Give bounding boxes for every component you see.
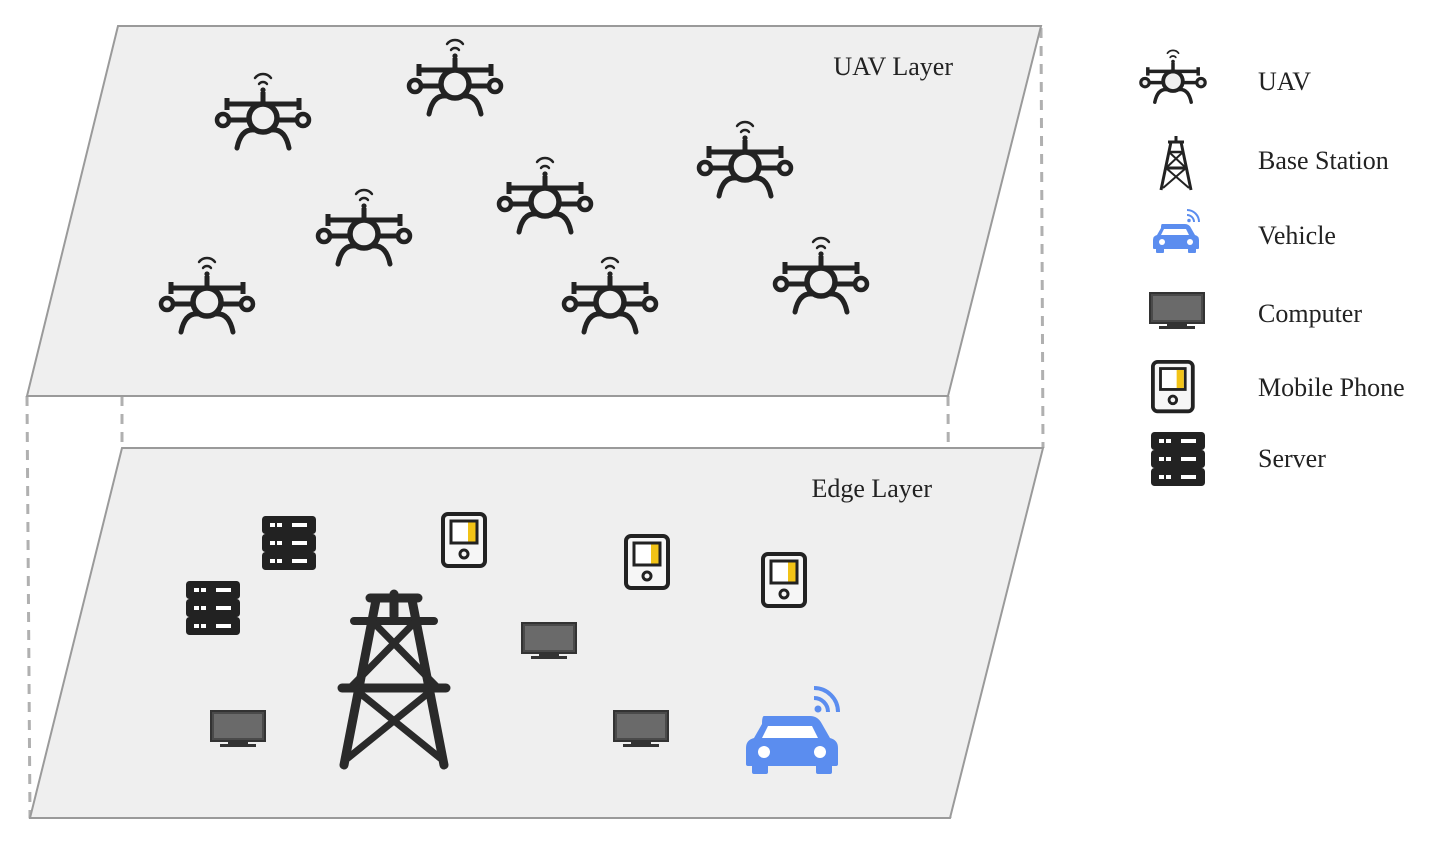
legend: UAV Base Station Vehicle Computer Mobile… (1138, 48, 1405, 488)
uav-icon (1138, 48, 1208, 105)
legend-label-mobile-phone: Mobile Phone (1258, 373, 1405, 402)
legend-label-base-station: Base Station (1258, 146, 1389, 175)
mobile-phone-icon (441, 512, 487, 568)
computer-icon (1149, 292, 1205, 330)
legend-label-uav: UAV (1258, 67, 1311, 96)
server-icon (1149, 430, 1207, 488)
base-station-icon (1159, 134, 1193, 192)
legend-item-base-station: Base Station (1159, 134, 1389, 192)
computer-icon (521, 622, 577, 660)
uav-layer-label: UAV Layer (833, 52, 953, 81)
server-icon (184, 579, 242, 637)
legend-item-computer: Computer (1149, 292, 1362, 330)
computer-icon (210, 710, 266, 748)
vehicle-icon (1152, 209, 1200, 254)
legend-item-vehicle: Vehicle (1152, 209, 1336, 254)
legend-label-server: Server (1258, 444, 1326, 473)
server-icon (260, 514, 318, 572)
computer-icon (613, 710, 669, 748)
legend-label-vehicle: Vehicle (1258, 221, 1336, 250)
legend-item-mobile-phone: Mobile Phone (1151, 359, 1405, 414)
mobile-phone-icon (1151, 359, 1195, 414)
legend-item-server: Server (1149, 430, 1326, 488)
edge-layer-label: Edge Layer (811, 474, 932, 503)
mobile-phone-icon (761, 552, 807, 608)
mobile-phone-icon (624, 534, 670, 590)
legend-item-uav: UAV (1138, 48, 1311, 105)
legend-label-computer: Computer (1258, 299, 1362, 328)
base-station-icon (337, 589, 451, 770)
edge-devices (184, 512, 840, 776)
